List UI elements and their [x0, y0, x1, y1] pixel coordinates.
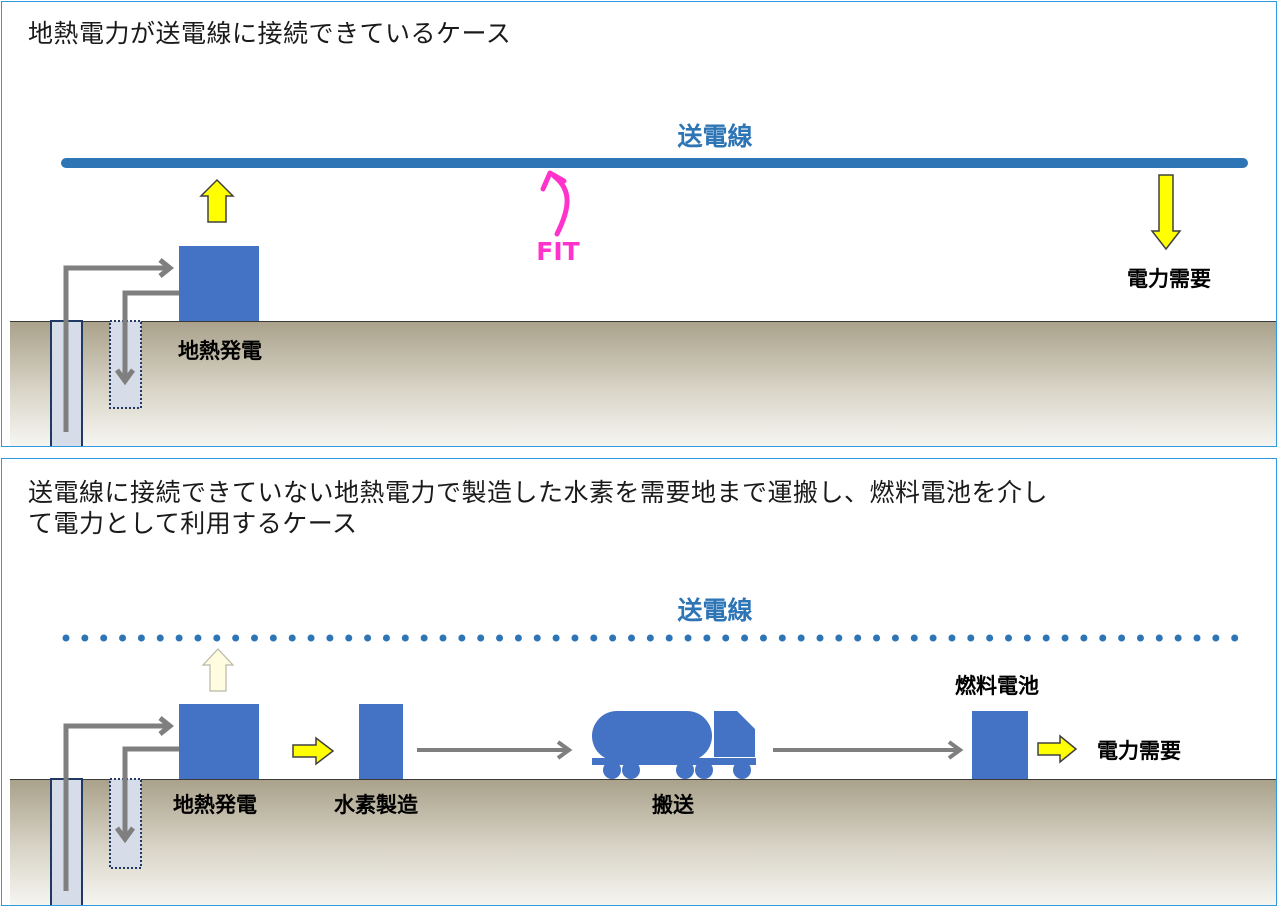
geothermal-plant — [179, 704, 259, 779]
panel-hydrogen-case: 送電線に接続できていない地熱電力で製造した水素を需要地まで運搬し、燃料電池を介し… — [1, 458, 1277, 906]
hydrogen-label: 水素製造 — [334, 793, 419, 817]
arrow-to-fuel-cell — [773, 740, 964, 760]
demand-label: 電力需要 — [1097, 739, 1181, 763]
panel1-caption: 地熱電力が送電線に接続できているケース — [28, 19, 512, 48]
grid-label: 送電線 — [677, 122, 752, 151]
panel2-caption-line1: 送電線に接続できていない地熱電力で製造した水素を需要地まで運搬し、燃料電池を介し — [28, 478, 1049, 507]
reinjection-pipe-arrow — [114, 290, 179, 386]
plant-label: 地熱発電 — [178, 339, 262, 363]
fuelcell-label: 燃料電池 — [955, 674, 1039, 698]
steam-pipe-arrow — [63, 258, 175, 432]
yellow-arrow-to-hydrogen — [292, 736, 335, 766]
fit-arrow — [551, 173, 570, 237]
yellow-arrow-to-demand — [1037, 734, 1078, 764]
power-down-arrow — [1150, 174, 1182, 251]
grid-label: 送電線 — [677, 596, 752, 625]
demand-label: 電力需要 — [1127, 267, 1211, 291]
hydrogen-production-facility — [359, 704, 403, 779]
ground — [10, 321, 1276, 446]
power-up-arrow-faded — [201, 648, 235, 692]
fuel-cell — [972, 711, 1028, 779]
connected-case-diagram: 送電線 地熱発電 FIT 電力需要 — [10, 122, 1276, 446]
tanker-truck-icon — [592, 711, 756, 779]
fit-label: FIT — [536, 237, 579, 266]
plant-label: 地熱発電 — [173, 793, 257, 817]
panel2-caption-line2: て電力として利用するケース — [28, 509, 358, 538]
panel2-caption: 送電線に接続できていない地熱電力で製造した水素を需要地まで運搬し、燃料電池を介し… — [28, 477, 1048, 539]
ground — [10, 779, 1276, 905]
panel-connected-case: 地熱電力が送電線に接続できているケース 送電線 地熱発電 — [1, 1, 1277, 447]
transport-label: 搬送 — [652, 793, 695, 817]
geothermal-plant — [179, 246, 259, 321]
fit-arrowhead — [540, 170, 567, 192]
hydrogen-case-diagram: 送電線 地熱発電 水素製造 — [10, 596, 1276, 905]
steam-pipe-arrow — [63, 716, 175, 891]
reinjection-pipe-arrow — [114, 746, 179, 844]
power-up-arrow — [199, 178, 235, 223]
arrow-to-transport — [417, 740, 573, 760]
